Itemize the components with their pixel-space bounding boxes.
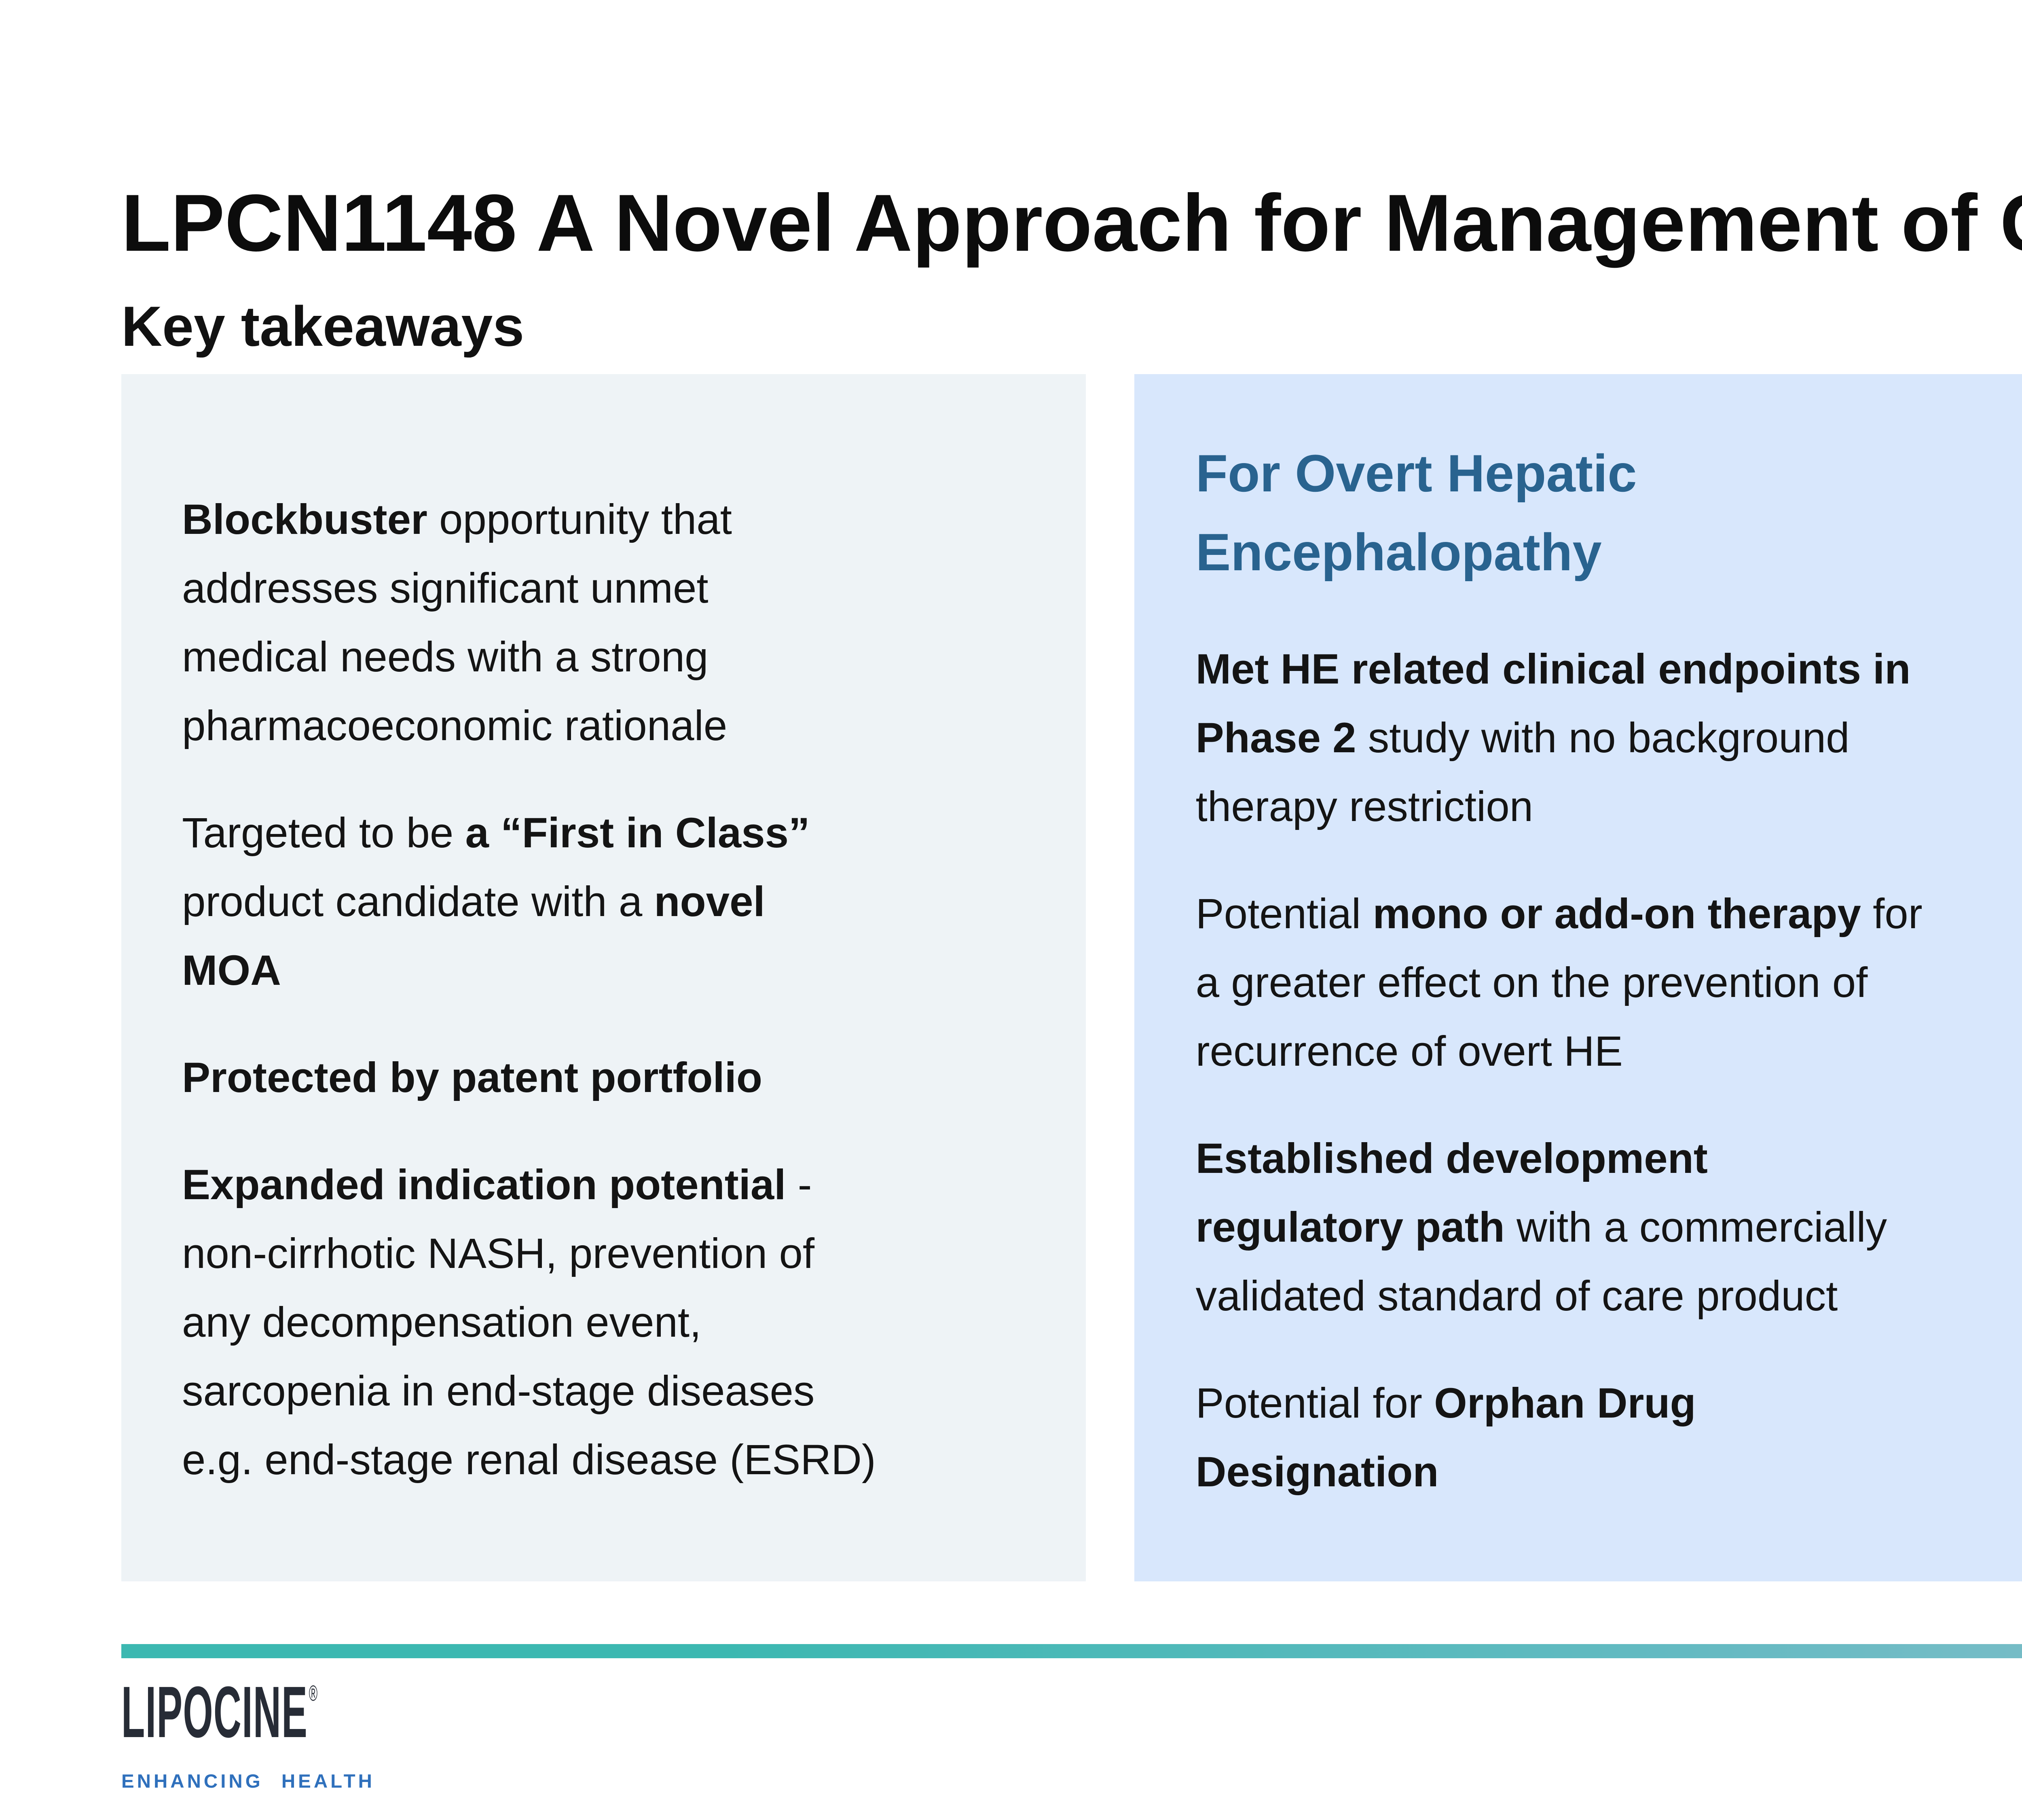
emphasis-text: Protected by patent portfolio	[182, 1056, 763, 1102]
card-paragraph: Met HE related clinical endpoints in Pha…	[1196, 637, 2022, 843]
emphasis-text: MOA	[182, 948, 281, 995]
takeaways-cards: Blockbuster opportunity that addresses s…	[121, 374, 2022, 1581]
card-paragraph: Blockbuster opportunity that addresses s…	[182, 487, 1026, 762]
emphasis-text: Blockbuster	[182, 497, 427, 544]
body-text: Targeted to be	[182, 811, 465, 857]
emphasis-text: Met HE related clinical endpoints in Pha…	[1195, 647, 1911, 762]
logo-text: LIPOCINE	[121, 1670, 308, 1753]
body-text: product candidate with a	[182, 880, 643, 926]
card-overview: Blockbuster opportunity that addresses s…	[121, 374, 1087, 1581]
footer-divider	[121, 1644, 2022, 1658]
card-paragraph: Expanded indication potential - non-cirr…	[182, 1153, 1026, 1496]
lipocine-logo-wordmark: LIPOCINE®	[121, 1676, 317, 1767]
body-text: with a commercially validated standard o…	[1195, 1205, 1887, 1321]
emphasis-text: mono or add-on therapy	[1373, 892, 1861, 938]
emphasis-text: Established development regulatory path	[1195, 1136, 1708, 1252]
body-text: opportunity that addresses significant u…	[182, 497, 732, 750]
logo-tagline: ENHANCING HEALTH	[121, 1771, 375, 1794]
card-paragraph: Protected by patent portfolio	[182, 1045, 1026, 1114]
slide-title: LPCN1148 A Novel Approach for Management…	[121, 179, 2022, 269]
lipocine-logo: LIPOCINE® ENHANCING HEALTH	[121, 1676, 491, 1796]
card-paragraph: Targeted to be a “First in Class” produc…	[182, 801, 1026, 1007]
card-paragraph: Potential for Orphan Drug Designation	[1196, 1371, 2022, 1509]
body-text: - non-cirrhotic NASH, prevention of any …	[182, 1163, 876, 1484]
emphasis-text: Orphan Drug Designation	[1195, 1381, 1696, 1496]
emphasis-text: a “First in Class”	[465, 811, 810, 857]
registered-mark: ®	[309, 1682, 318, 1707]
card-paragraph: Established development regulatory path …	[1196, 1126, 2022, 1333]
card-header: For Overt Hepatic Encephalopathy	[1195, 443, 1637, 582]
body-text: Potential for	[1195, 1381, 1434, 1428]
body-text: for a greater effect on the prevention o…	[1195, 892, 1923, 1076]
body-text: study with no background therapy restric…	[1195, 716, 1850, 831]
emphasis-text: Expanded indication potential	[182, 1163, 786, 1209]
slide-subtitle: Key takeaways	[121, 296, 525, 359]
body-text: Potential	[1195, 892, 1373, 938]
card-paragraph: Potential mono or add-on therapy for a g…	[1196, 882, 2022, 1088]
emphasis-text: novel	[654, 880, 765, 926]
